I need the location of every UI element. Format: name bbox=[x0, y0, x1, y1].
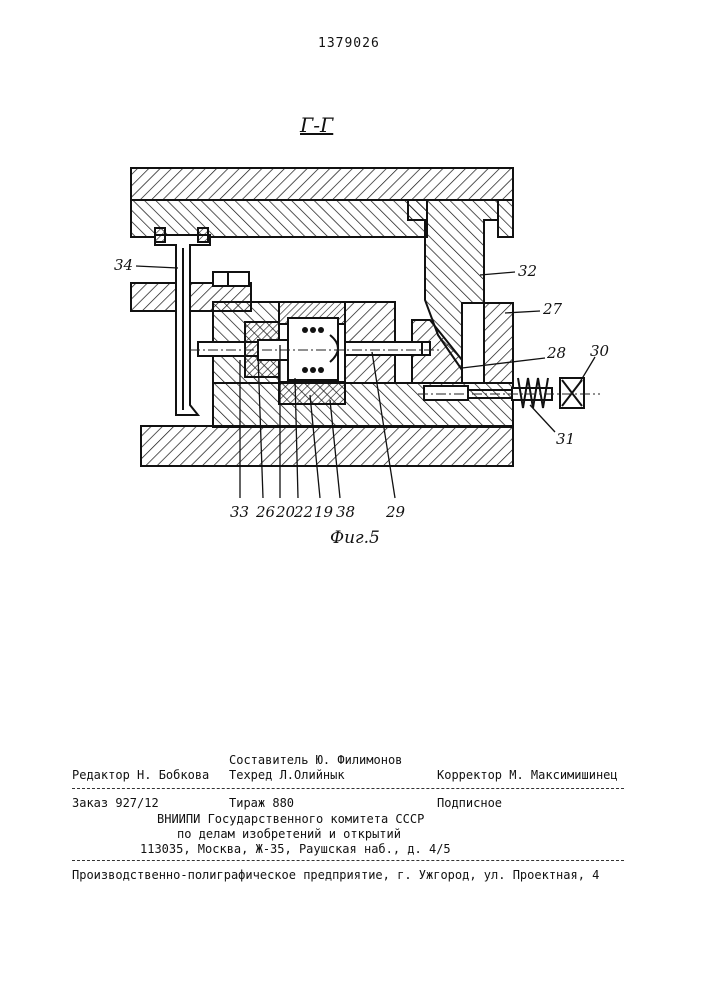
top-plate bbox=[131, 168, 513, 200]
compiler: Составитель Ю. Филимонов bbox=[229, 753, 402, 767]
label-27: 27 bbox=[543, 300, 562, 318]
editor: Редактор Н. Бобкова bbox=[72, 768, 209, 782]
label-28: 28 bbox=[547, 344, 566, 362]
label-33: 33 bbox=[230, 503, 249, 521]
figure-caption: Фиг.5 bbox=[330, 528, 380, 548]
upper-plate bbox=[131, 200, 427, 237]
org-line2: по делам изобретений и открытий bbox=[177, 827, 401, 841]
bottom-plate bbox=[141, 426, 513, 466]
printer: Производственно-полиграфическое предприя… bbox=[72, 868, 599, 882]
label-26: 26 bbox=[256, 503, 275, 521]
label-38: 38 bbox=[336, 503, 355, 521]
label-34: 34 bbox=[114, 256, 133, 274]
address: 113035, Москва, Ж-35, Раушская наб., д. … bbox=[140, 842, 451, 856]
label-30: 30 bbox=[590, 342, 609, 360]
label-31: 31 bbox=[556, 430, 575, 448]
org-line1: ВНИИПИ Государственного комитета СССР bbox=[157, 812, 424, 826]
shaft-28 bbox=[424, 386, 468, 400]
techred: Техред Л.Олийнык bbox=[229, 768, 345, 782]
upper-plate-right bbox=[498, 200, 513, 237]
divider bbox=[72, 860, 624, 861]
order: Заказ 927/12 bbox=[72, 796, 159, 810]
corrector: Корректор М. Максимишинец bbox=[437, 768, 618, 782]
subscription: Подписное bbox=[437, 796, 502, 810]
label-22: 22 bbox=[294, 503, 313, 521]
label-29: 29 bbox=[386, 503, 405, 521]
divider bbox=[72, 788, 624, 789]
label-19: 19 bbox=[314, 503, 333, 521]
label-32: 32 bbox=[518, 262, 537, 280]
circulation: Тираж 880 bbox=[229, 796, 294, 810]
label-20: 20 bbox=[276, 503, 295, 521]
block-27 bbox=[484, 303, 513, 383]
